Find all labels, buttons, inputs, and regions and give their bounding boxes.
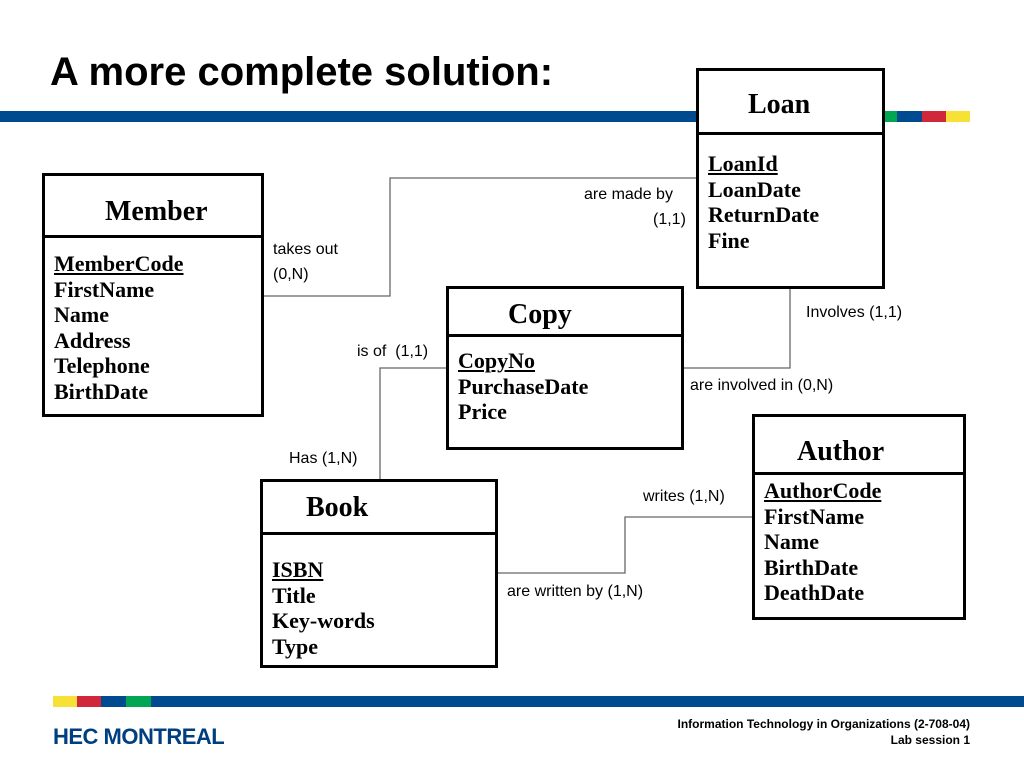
member-attr: Name xyxy=(54,302,109,328)
copy-primary-key: CopyNo xyxy=(458,348,536,373)
bottom-green-block xyxy=(126,696,151,707)
bottom-blue-bar xyxy=(151,696,1024,707)
top-green-block xyxy=(885,111,897,122)
member-attr: Telephone xyxy=(54,353,150,379)
top-blue-block xyxy=(897,111,922,122)
member-primary-key: MemberCode xyxy=(54,251,184,276)
author-attr: BirthDate xyxy=(764,554,859,580)
top-yellow-block xyxy=(946,111,970,122)
member-entity-name: Member xyxy=(105,196,208,227)
footer-session: Lab session 1 xyxy=(890,733,970,747)
bottom-red-block xyxy=(77,696,101,707)
slide-title: A more complete solution: xyxy=(50,50,554,94)
author-attr: Name xyxy=(764,529,819,555)
author-attributes: AuthorCode FirstName Name BirthDate Deat… xyxy=(764,478,881,606)
rel-takes-out-card: (0,N) xyxy=(273,266,309,283)
rel-are-involved-in: are involved in (0,N) xyxy=(690,377,834,394)
rel-involves: Involves (1,1) xyxy=(806,304,903,321)
rel-are-made-by: are made by xyxy=(584,186,673,203)
rel-are-written-by: are written by (1,N) xyxy=(507,583,644,600)
author-entity-header: Author xyxy=(755,417,963,475)
book-entity: Book ISBN Title Key-words Type xyxy=(260,479,498,668)
loan-entity-name: Loan xyxy=(748,89,811,120)
book-attr: Type xyxy=(272,633,319,659)
top-red-block xyxy=(922,111,946,122)
book-entity-name: Book xyxy=(306,492,369,523)
author-attr: FirstName xyxy=(764,503,865,529)
bottom-blue-block xyxy=(101,696,126,707)
hec-montreal-logo: HEC MONTREAL xyxy=(53,724,225,749)
book-primary-key: ISBN xyxy=(272,557,324,582)
book-attr: Key-words xyxy=(272,608,375,634)
book-author-connector xyxy=(496,516,754,574)
member-attributes: MemberCode FirstName Name Address Teleph… xyxy=(54,251,184,405)
copy-attr: Price xyxy=(458,399,507,425)
copy-attributes: CopyNo PurchaseDate Price xyxy=(458,348,588,425)
loan-attr: ReturnDate xyxy=(708,202,820,228)
author-primary-key: AuthorCode xyxy=(764,478,882,503)
member-attr: BirthDate xyxy=(54,378,149,404)
member-attr: FirstName xyxy=(54,276,155,302)
book-attributes: ISBN Title Key-words Type xyxy=(272,557,375,659)
member-loan-connector xyxy=(262,177,698,297)
loan-attr: LoanDate xyxy=(708,176,801,202)
loan-attributes: LoanId LoanDate ReturnDate Fine xyxy=(708,151,819,253)
footer-text: Information Technology in Organizations … xyxy=(678,716,970,748)
member-entity: Member MemberCode FirstName Name Address… xyxy=(42,173,264,417)
copy-attr: PurchaseDate xyxy=(458,373,589,399)
loan-entity: Loan LoanId LoanDate ReturnDate Fine xyxy=(696,68,885,289)
loan-primary-key: LoanId xyxy=(708,151,778,176)
footer-course: Information Technology in Organizations … xyxy=(677,717,970,731)
rel-is-of: is of (1,1) xyxy=(357,343,429,360)
book-attr: Title xyxy=(272,582,316,608)
top-blue-bar xyxy=(0,111,885,122)
copy-book-connector xyxy=(379,367,448,481)
member-entity-header: Member xyxy=(45,176,261,238)
rel-are-made-by-card: (1,1) xyxy=(653,211,686,228)
copy-entity: Copy CopyNo PurchaseDate Price xyxy=(446,286,684,450)
loan-attr: Fine xyxy=(708,227,750,253)
copy-loan-connector xyxy=(682,287,791,369)
author-entity: Author AuthorCode FirstName Name BirthDa… xyxy=(752,414,966,620)
author-attr: DeathDate xyxy=(764,580,865,606)
copy-entity-name: Copy xyxy=(508,299,572,330)
loan-entity-header: Loan xyxy=(699,71,882,135)
rel-has: Has (1,N) xyxy=(289,450,358,467)
rel-takes-out: takes out xyxy=(273,241,338,258)
rel-writes: writes (1,N) xyxy=(643,488,725,505)
book-entity-header: Book xyxy=(263,482,495,535)
copy-entity-header: Copy xyxy=(449,289,681,337)
bottom-yellow-block xyxy=(53,696,77,707)
author-entity-name: Author xyxy=(797,436,885,467)
member-attr: Address xyxy=(54,327,131,353)
